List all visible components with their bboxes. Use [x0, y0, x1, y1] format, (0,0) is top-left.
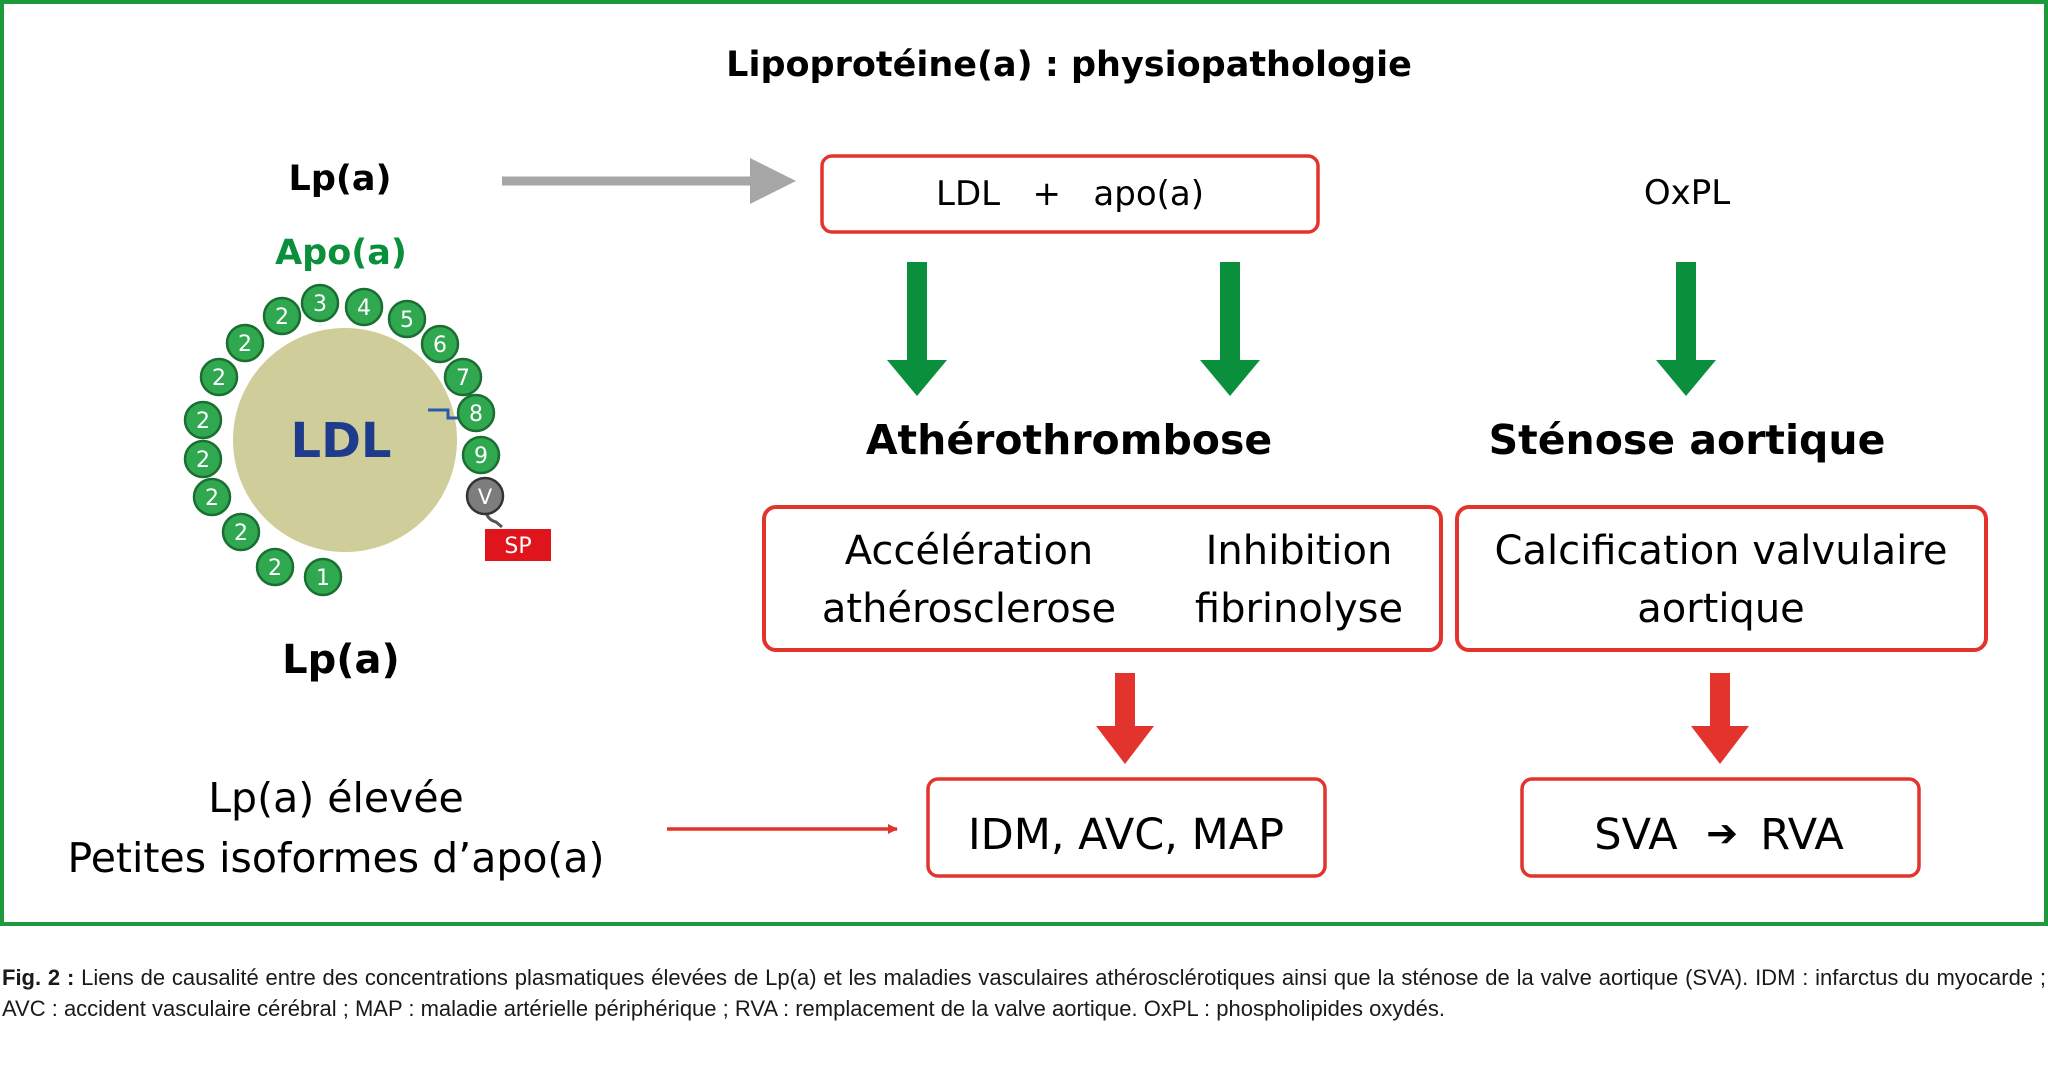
- ldl-particle-label: LDL: [290, 413, 391, 469]
- lpa-top-label: Lp(a): [289, 159, 392, 199]
- kringle-label: 2: [205, 486, 219, 511]
- v-domain: V: [465, 476, 505, 516]
- kringle-label: 2: [196, 409, 210, 434]
- diagram-frame: [0, 0, 2048, 926]
- oxpl-label: OxPL: [1644, 173, 1730, 213]
- calcification-line1: Calcification valvulaire: [1495, 528, 1948, 574]
- gray-arrow: [502, 158, 796, 204]
- kringle-label: 5: [400, 308, 414, 333]
- diagram-title: Lipoprotéine(a) : physiopathologie: [726, 45, 1412, 85]
- calcification-box: [1455, 505, 1988, 652]
- kringle-label: 1: [316, 566, 330, 591]
- athero-effects-box: [762, 505, 1443, 652]
- outcomes-box: [926, 777, 1327, 878]
- figure-caption: Fig. 2 : Liens de causalité entre des co…: [2, 962, 2046, 1024]
- sva-label: SVA: [1594, 810, 1678, 860]
- v-domain-label: V: [478, 485, 493, 509]
- diagram: Lipoprotéine(a) : physiopathologie Lp(a)…: [0, 0, 2048, 926]
- kringle-label: 6: [433, 333, 447, 358]
- acceleration-line1: Accélération: [845, 528, 1094, 574]
- kringle-circle: [300, 283, 340, 323]
- kringle-circle: [262, 296, 302, 336]
- kringle-circle: [461, 435, 501, 475]
- outcomes-text: IDM, AVC, MAP: [968, 810, 1284, 860]
- green-arrow-middle: [1200, 262, 1260, 396]
- kringle-circle: [387, 299, 427, 339]
- apoa-label: Apo(a): [275, 233, 407, 273]
- kringle-label: 2: [234, 521, 248, 546]
- elevated-lpa-line2: Petites isoformes d’apo(a): [67, 834, 604, 882]
- green-arrow-right: [1656, 262, 1716, 396]
- atherothrombose-heading: Athérothrombose: [866, 416, 1272, 464]
- kringle-label: 2: [238, 332, 252, 357]
- ldl-apoa-box: [820, 154, 1320, 234]
- kringle-circle: [456, 393, 496, 433]
- sp-domain-label: SP: [504, 534, 531, 559]
- red-arrow-left: [1096, 673, 1154, 764]
- kringle-circle: [225, 323, 265, 363]
- ldl-apoa-text: LDL + apo(a): [936, 174, 1204, 214]
- ldl-particle: [233, 328, 457, 552]
- sva-rva-arrow-icon: ➔: [1706, 811, 1738, 855]
- kringle-circle: [183, 400, 223, 440]
- sva-rva-box: [1520, 777, 1921, 878]
- kringle-label: 2: [196, 448, 210, 473]
- kringle-label: 8: [469, 402, 483, 427]
- kringle-label: 3: [313, 292, 327, 317]
- kringle-label: 7: [456, 366, 470, 391]
- kringle-circle: [420, 324, 460, 364]
- kringle-circle: [303, 557, 343, 597]
- kringle-label: 2: [212, 366, 226, 391]
- inhibition-line2: fibrinolyse: [1195, 586, 1403, 632]
- kringle-circle: [192, 477, 232, 517]
- acceleration-line2: athérosclerose: [822, 586, 1116, 632]
- kringle-label: 4: [357, 296, 371, 321]
- kringle-circle: [344, 287, 384, 327]
- calcification-line2: aortique: [1637, 586, 1805, 632]
- caption-text: Liens de causalité entre des concentrati…: [2, 965, 2046, 1021]
- disulfide-link: [428, 408, 462, 420]
- inhibition-line1: Inhibition: [1206, 528, 1393, 574]
- kringle-label: 9: [474, 444, 488, 469]
- kringle-label: 2: [275, 305, 289, 330]
- green-arrow-left: [887, 262, 947, 396]
- kringle-circle: [443, 357, 483, 397]
- kringle-circle: [221, 512, 261, 552]
- sp-domain: SP: [485, 529, 551, 561]
- red-arrow-right: [1691, 673, 1749, 764]
- kringle-circle: [255, 547, 295, 587]
- kringle-circle: [199, 357, 239, 397]
- elevated-lpa-line1: Lp(a) élevée: [208, 774, 464, 822]
- stenose-heading: Sténose aortique: [1489, 416, 1886, 464]
- caption-label: Fig. 2 :: [2, 965, 75, 990]
- kringle-label: 2: [268, 556, 282, 581]
- lpa-bottom-label: Lp(a): [282, 637, 400, 683]
- kringle-circle: [183, 439, 223, 479]
- rva-label: RVA: [1760, 810, 1844, 860]
